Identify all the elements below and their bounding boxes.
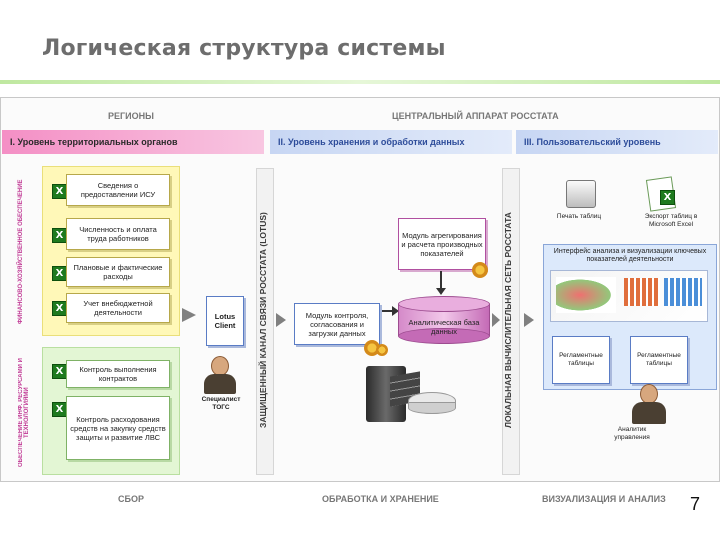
lotus-client-box: Lotus Client bbox=[206, 296, 244, 346]
gear-icon bbox=[472, 262, 488, 278]
arrow-to-lan bbox=[492, 313, 500, 327]
footer-collect: СБОР bbox=[118, 494, 144, 504]
lotus-channel-label: ЗАЩИЩЕННЫЙ КАНАЛ СВЯЗИ РОССТАТА (LOTUS) bbox=[258, 212, 268, 428]
database-top bbox=[398, 296, 490, 312]
lotus-channel-bar bbox=[256, 168, 274, 475]
arrow-to-control bbox=[276, 313, 286, 327]
export-label: Экспорт таблиц в Microsoft Excel bbox=[644, 213, 698, 228]
chart-thumbnail bbox=[624, 278, 660, 306]
analyst-person-icon bbox=[640, 384, 658, 404]
header-central: ЦЕНТРАЛЬНЫЙ АППАРАТ РОССТАТА bbox=[392, 111, 559, 121]
module-aggregation-box: Модуль агрегирования и расчета производн… bbox=[398, 218, 486, 270]
header-regions: РЕГИОНЫ bbox=[108, 111, 154, 121]
module-control-box: Модуль контроля, согласования и загрузки… bbox=[294, 303, 380, 345]
ict-item-1: Контроль выполнения контрактов bbox=[66, 360, 170, 388]
page-number: 7 bbox=[690, 494, 701, 514]
arrow-to-interface bbox=[524, 313, 534, 327]
excel-icon: X bbox=[52, 184, 67, 199]
specialist-label: Специалист ТОГС bbox=[201, 396, 241, 411]
ict-item-2: Контроль расходования средств на закупку… bbox=[66, 396, 170, 460]
lan-bar bbox=[502, 168, 520, 475]
side-label-ict: ОБЕСПЕЧЕНИЕ ИНФ. РЕСУРСАМИ И ТЕХНОЛОГИЯМ… bbox=[18, 358, 30, 467]
map-thumbnail bbox=[556, 277, 616, 313]
page-title: Логическая структура системы bbox=[42, 36, 446, 61]
footer-visual: ВИЗУАЛИЗАЦИЯ И АНАЛИЗ bbox=[542, 494, 666, 504]
footer-process: ОБРАБОТКА И ХРАНЕНИЕ bbox=[322, 494, 439, 504]
title-underline bbox=[0, 80, 720, 84]
level-2-band: II. Уровень хранения и обработки данных bbox=[270, 130, 512, 154]
fin-item-4: Учет внебюджетной деятельности bbox=[66, 293, 170, 323]
arrow-agg-to-db bbox=[436, 288, 446, 295]
interface-label: Интерфейс анализа и визуализации ключевы… bbox=[553, 248, 707, 264]
fin-item-1: Сведения о предоставлении ИСУ bbox=[66, 174, 170, 206]
specialist-person-icon bbox=[211, 356, 229, 376]
arrow-to-lotus bbox=[182, 308, 196, 322]
excel-icon: X bbox=[52, 402, 67, 417]
database-label: Аналитическая база данных bbox=[408, 318, 480, 336]
specialist-body bbox=[204, 374, 236, 394]
fin-item-3: Плановые и фактические расходы bbox=[66, 257, 170, 287]
printer-icon bbox=[566, 180, 596, 208]
side-label-finance: ФИНАНСОВО-ХОЗЯЙСТВЕННОЕ ОБЕСПЕЧЕНИЕ bbox=[18, 179, 24, 325]
agg-connector bbox=[440, 271, 442, 289]
level-3-band: III. Пользовательский уровень bbox=[516, 130, 718, 154]
excel-icon: X bbox=[660, 190, 675, 205]
connector-line bbox=[382, 310, 396, 312]
chart-thumbnail-2 bbox=[664, 278, 702, 306]
analyst-body bbox=[632, 402, 666, 424]
gear-icon bbox=[376, 344, 388, 356]
excel-icon: X bbox=[52, 266, 67, 281]
lan-label: ЛОКАЛЬНАЯ ВЫЧИСЛИТЕЛЬНАЯ СЕТЬ РОССТАТА bbox=[503, 212, 513, 428]
print-label: Печать таблиц bbox=[556, 213, 602, 220]
reg-table-1: Регламентные таблицы bbox=[552, 336, 610, 384]
level-1-band: I. Уровень территориальных органов bbox=[2, 130, 264, 154]
analyst-label: Аналитик управления bbox=[614, 426, 650, 441]
excel-icon: X bbox=[52, 364, 67, 379]
excel-icon: X bbox=[52, 301, 67, 316]
storage-base bbox=[408, 402, 456, 414]
excel-icon: X bbox=[52, 228, 67, 243]
arrow-to-db bbox=[392, 306, 399, 316]
fin-item-2: Численность и оплата труда работников bbox=[66, 218, 170, 250]
database-bottom bbox=[398, 328, 490, 344]
reg-table-2: Регламентные таблицы bbox=[630, 336, 688, 384]
